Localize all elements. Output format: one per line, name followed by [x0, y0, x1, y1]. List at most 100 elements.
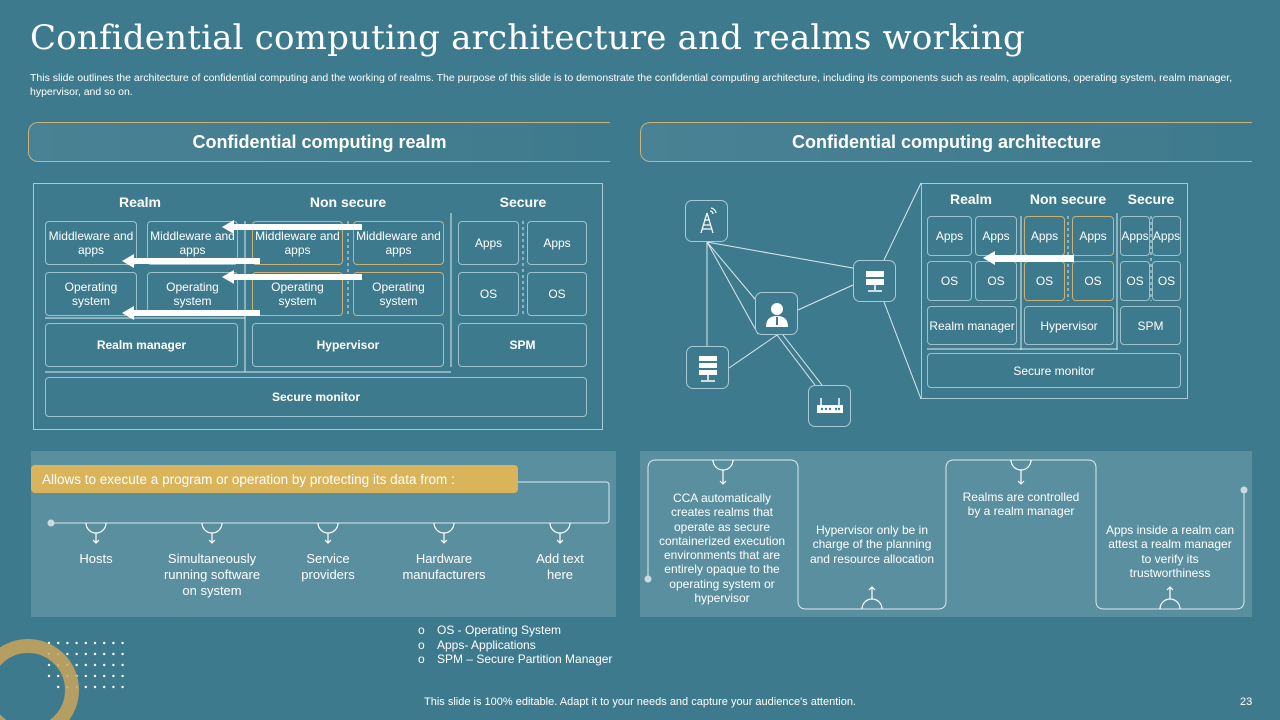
decor-dot — [47, 674, 51, 678]
realm-heading: Realm — [118, 194, 162, 210]
decor-dot — [66, 641, 69, 645]
decor-dot — [47, 663, 51, 667]
protect-item-add-text: Add text here — [536, 551, 584, 582]
arch-realm-apps-1: Apps — [927, 216, 972, 256]
arch-secure-apps-2: Apps — [1152, 216, 1181, 256]
arch-secure-monitor: Secure monitor — [927, 353, 1181, 388]
decor-dot — [103, 652, 106, 656]
nonsecure-os-1: Operating system — [252, 272, 343, 316]
decor-dot — [121, 652, 124, 656]
arch-secure-os-2: OS — [1152, 261, 1181, 301]
arch-ns-os-2: OS — [1072, 261, 1114, 301]
decor-dot — [112, 674, 115, 678]
realm-middleware-1: Middleware and apps — [45, 221, 137, 265]
decor-dot — [93, 663, 97, 667]
nonsecure-middleware-2: Middleware and apps — [353, 221, 444, 265]
decor-dot — [84, 685, 88, 689]
non-secure-heading: Non secure — [309, 194, 387, 210]
right-section-header: Confidential computing architecture — [640, 122, 1252, 162]
decor-dot — [93, 674, 97, 678]
decor-dot — [57, 641, 60, 645]
spm-box: SPM — [458, 323, 587, 367]
page-title: Confidential computing architecture and … — [30, 18, 1025, 58]
footer-note: This slide is 100% editable. Adapt it to… — [424, 696, 856, 708]
arch-realm-manager: Realm manager — [927, 306, 1017, 345]
decor-dot — [75, 663, 78, 667]
decor-dot — [121, 641, 124, 645]
protect-item-software: Simultaneously running software on syste… — [163, 551, 261, 598]
decor-dot — [75, 641, 78, 645]
realm-os-1: Operating system — [45, 272, 137, 316]
arch-secure-os-1: OS — [1120, 261, 1150, 301]
arch-secure-apps-1: Apps — [1120, 216, 1150, 256]
architecture-diagram-frame — [921, 183, 1188, 399]
decor-dot — [112, 641, 115, 645]
arch-hypervisor: Hypervisor — [1024, 306, 1114, 345]
decor-dot — [75, 652, 78, 656]
decor-dot — [103, 674, 106, 678]
decor-dot — [93, 641, 97, 645]
step-4-text: Apps inside a realm can attest a realm m… — [1105, 523, 1235, 580]
legend-apps: Apps- Applications — [437, 637, 536, 652]
secure-os-1: OS — [458, 272, 519, 316]
decor-dot — [57, 685, 60, 689]
arch-secure-heading: Secure — [1127, 191, 1175, 207]
server-icon — [853, 260, 896, 302]
tower-icon — [685, 200, 728, 242]
decor-dot — [103, 663, 106, 667]
decorative-ring — [0, 639, 79, 720]
arch-non-secure-heading: Non secure — [1029, 191, 1107, 207]
protect-item-hardware: Hardware manufacturers — [402, 551, 486, 582]
arch-ns-apps-2: Apps — [1072, 216, 1114, 256]
decor-dot — [93, 685, 97, 689]
down-arrow-icons — [85, 459, 1181, 610]
page-description: This slide outlines the architecture of … — [30, 72, 1233, 98]
decor-dot — [66, 652, 69, 656]
decor-dot — [84, 674, 88, 678]
flow-arrows — [122, 220, 1074, 320]
secure-monitor-box: Secure monitor — [45, 377, 587, 417]
nonsecure-middleware-1: Middleware and apps — [252, 221, 343, 265]
decor-dot — [103, 641, 106, 645]
decor-dot — [57, 674, 60, 678]
secure-apps-2: Apps — [527, 221, 587, 265]
router-icon — [808, 385, 851, 427]
left-section-header: Confidential computing realm — [28, 122, 610, 162]
step-3-text: Realms are controlled by a realm manager — [962, 490, 1080, 519]
protect-item-service-providers: Service providers — [301, 551, 355, 582]
timeline-dots — [47, 486, 1248, 583]
decor-dot — [103, 685, 106, 689]
decor-dot — [112, 663, 115, 667]
realm-diagram-frame — [33, 183, 603, 430]
decor-dot — [112, 652, 115, 656]
secure-apps-1: Apps — [458, 221, 519, 265]
protection-banner: Allows to execute a program or operation… — [31, 465, 518, 493]
arch-realm-os-1: OS — [927, 261, 972, 301]
secure-os-2: OS — [527, 272, 587, 316]
user-icon — [755, 292, 798, 335]
decor-dot — [121, 685, 124, 689]
decor-dot — [84, 652, 88, 656]
server-rack-icon — [686, 346, 729, 389]
arch-spm: SPM — [1120, 306, 1181, 345]
nonsecure-os-2: Operating system — [353, 272, 444, 316]
step-1-text: CCA automatically creates realms that op… — [658, 491, 786, 606]
hypervisor-box: Hypervisor — [252, 323, 444, 367]
page-number: 23 — [1240, 696, 1253, 708]
realm-middleware-2: Middleware and apps — [147, 221, 238, 265]
decor-dot — [93, 652, 97, 656]
arch-realm-heading: Realm — [949, 191, 993, 207]
decor-dot — [112, 685, 115, 689]
legend-spm: SPM – Secure Partition Manager — [437, 652, 613, 666]
legend-os: OS - Operating System — [437, 623, 562, 637]
realm-manager-box: Realm manager — [45, 323, 238, 367]
decor-dot — [121, 674, 124, 678]
decorative-circle — [4, 666, 52, 714]
secure-heading: Secure — [499, 194, 547, 210]
decor-dot — [84, 663, 88, 667]
